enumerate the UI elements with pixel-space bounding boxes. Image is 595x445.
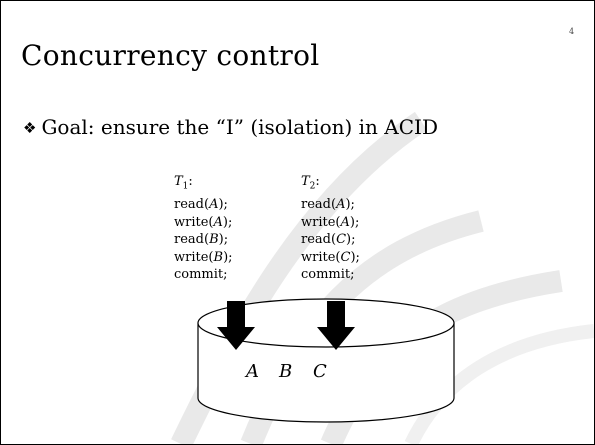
database-cylinder (197, 323, 455, 423)
arrow-down-icon (317, 301, 355, 350)
transaction-t1: T1: read(A); write(A); read(B); write(B)… (174, 173, 233, 284)
bullet-text: Goal: ensure the “I” (isolation) in ACID (41, 115, 438, 139)
operation: write(A); (301, 214, 360, 230)
operation: write(B); (174, 249, 233, 265)
operation: read(C); (301, 232, 356, 248)
operation: read(A); (301, 197, 355, 213)
data-item: B (278, 361, 292, 382)
slide-title: Concurrency control (21, 39, 320, 72)
bullet-diamond-icon: ❖ (23, 119, 37, 137)
arrow-down-icon (217, 301, 255, 350)
transaction-header: T2: (301, 174, 320, 192)
operation: read(A); (174, 197, 228, 213)
database-cylinder-top (197, 298, 455, 348)
page-number: 4 (569, 27, 575, 36)
operation: read(B); (174, 232, 229, 248)
bullet-goal: ❖Goal: ensure the “I” (isolation) in ACI… (23, 115, 438, 139)
commit-operation: commit; (301, 267, 355, 283)
transaction-t2: T2: read(A); write(A); read(C); write(C)… (301, 173, 360, 284)
operation: write(A); (174, 214, 233, 230)
transaction-header: T1: (174, 174, 193, 192)
data-item: A (244, 361, 259, 382)
data-item: C (313, 361, 327, 382)
operation: write(C); (301, 249, 360, 265)
commit-operation: commit; (174, 267, 228, 283)
